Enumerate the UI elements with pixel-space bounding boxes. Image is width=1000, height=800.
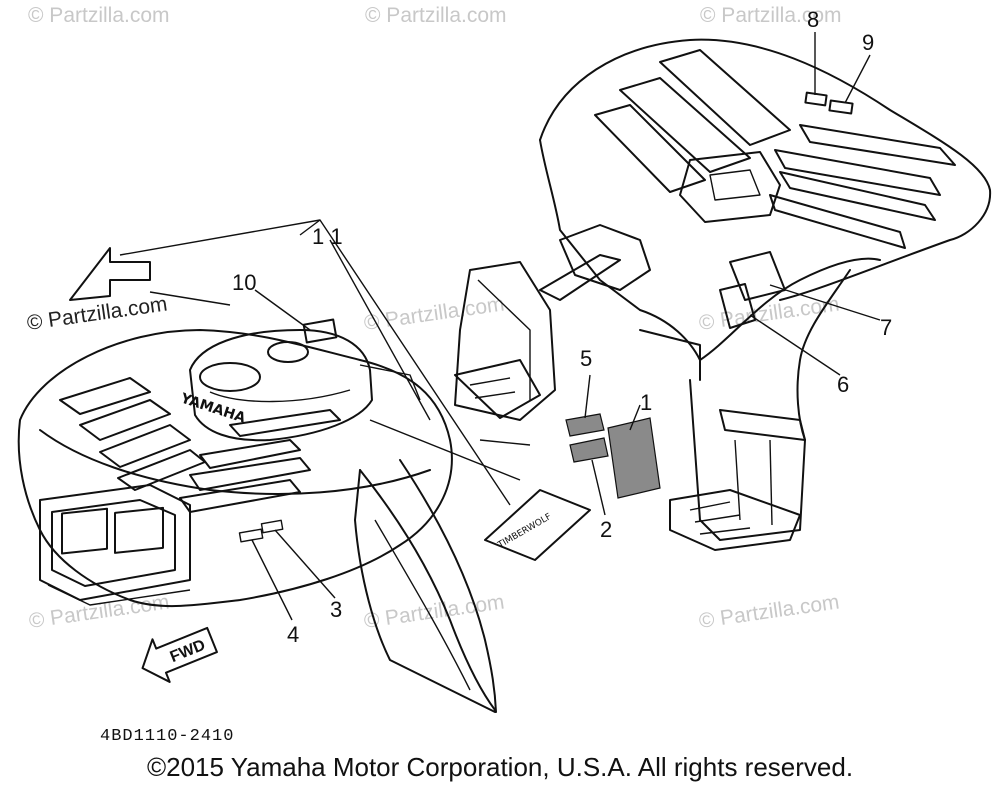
watermark-prominent: © Partzilla.com: [25, 292, 168, 334]
callout-4: 4: [287, 622, 299, 647]
fwd-arrow: FWD: [141, 626, 218, 683]
watermark: © Partzilla.com: [365, 4, 507, 27]
decal-1: [607, 417, 661, 499]
yamaha-logo-text: YAMAHA: [178, 390, 248, 426]
arrow-decal: [69, 247, 151, 301]
watermark: © Partzilla.com: [697, 590, 840, 632]
rear-fender: [454, 38, 992, 551]
callout-11: 1 1: [312, 224, 343, 249]
watermark: © Partzilla.com: [362, 590, 505, 632]
callout-3: 3: [330, 597, 342, 622]
callouts: 1 1 10 3 4 5 1 2 6 7 8 9: [232, 7, 892, 647]
callout-6: 6: [837, 372, 849, 397]
leader-lines: [119, 32, 881, 621]
callout-2: 2: [600, 517, 612, 542]
model-decal-text: TIMBERWOLF: [496, 512, 554, 551]
watermark: © Partzilla.com: [700, 4, 842, 27]
front-fender: YAMAHA: [17, 318, 497, 713]
copyright-notice: ©2015 Yamaha Motor Corporation, U.S.A. A…: [146, 752, 854, 782]
watermark: © Partzilla.com: [28, 4, 170, 27]
decal-2: [569, 437, 609, 463]
callout-10: 10: [232, 270, 256, 295]
diagram-part-number: 4BD1110-2410: [100, 727, 234, 746]
watermark: © Partzilla.com: [362, 292, 505, 334]
decal-5: [565, 413, 605, 437]
callout-9: 9: [862, 30, 874, 55]
callout-7: 7: [880, 315, 892, 340]
callout-1: 1: [640, 390, 652, 415]
model-decal-outline: [484, 489, 591, 561]
callout-8: 8: [807, 7, 819, 32]
callout-5: 5: [580, 346, 592, 371]
